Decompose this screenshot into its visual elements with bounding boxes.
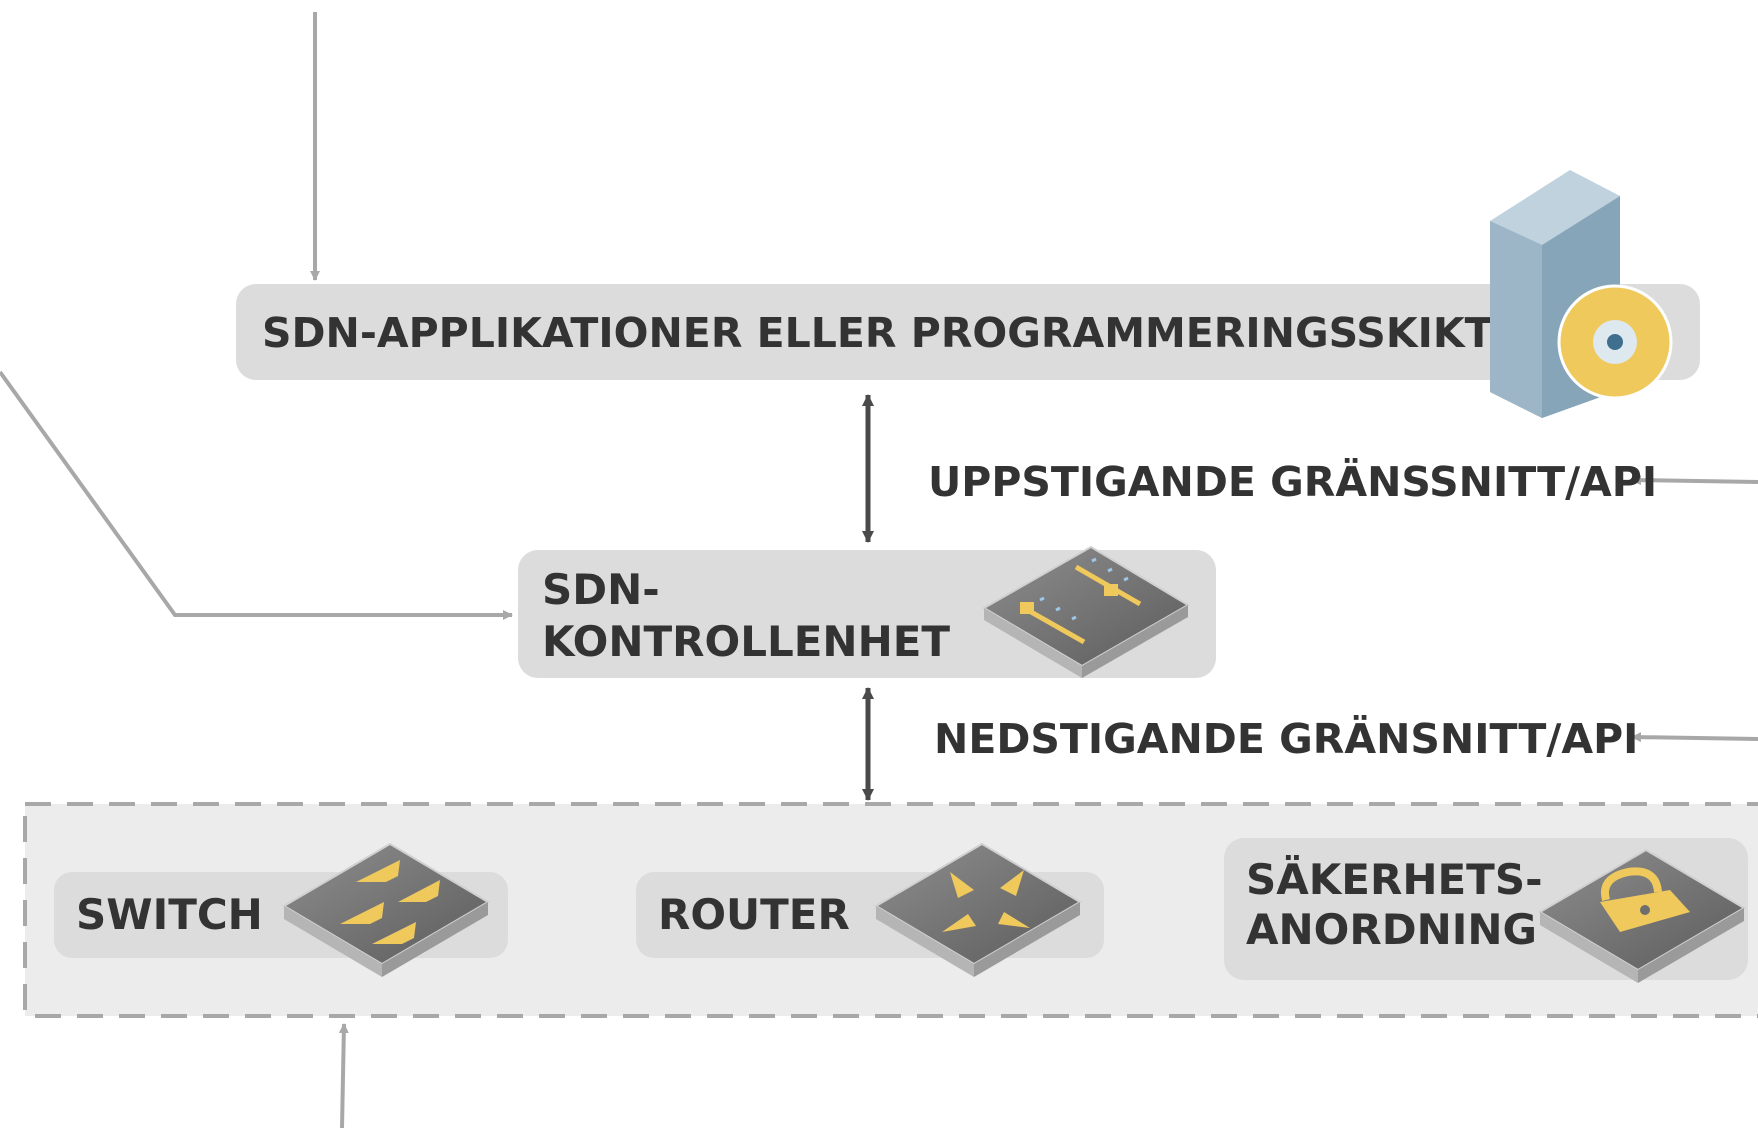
controller-label-line2: KONTROLLENHET [542, 617, 950, 666]
controller-device-with-sliders-icon [982, 545, 1190, 678]
software-box-with-disc-icon [1490, 170, 1673, 418]
security-label-line1: SÄKERHETS- [1246, 854, 1543, 904]
router-arrows-icon [874, 842, 1082, 977]
connector-left-to-controller [0, 370, 513, 620]
connector-bottom [338, 1023, 349, 1128]
application-layer-label: SDN-APPLIKATIONER ELLER PROGRAMMERINGSSK… [262, 309, 1493, 357]
router-label: ROUTER [658, 890, 850, 939]
northbound-api-label: UPPSTIGANDE GRÄNSSNITT/API [928, 458, 1657, 506]
application-layer-box [236, 284, 1700, 380]
connector-right-southbound [1631, 732, 1758, 743]
security-label-line2: ANORDNING [1246, 905, 1537, 954]
controller-label-line1: SDN- [542, 565, 660, 614]
connector-right-northbound [1631, 475, 1758, 486]
padlock-device-icon [1538, 848, 1746, 983]
southbound-api-label: NEDSTIGANDE GRÄNSNITT/API [934, 715, 1638, 763]
switch-label: SWITCH [76, 890, 263, 939]
switch-arrows-icon [282, 842, 490, 977]
